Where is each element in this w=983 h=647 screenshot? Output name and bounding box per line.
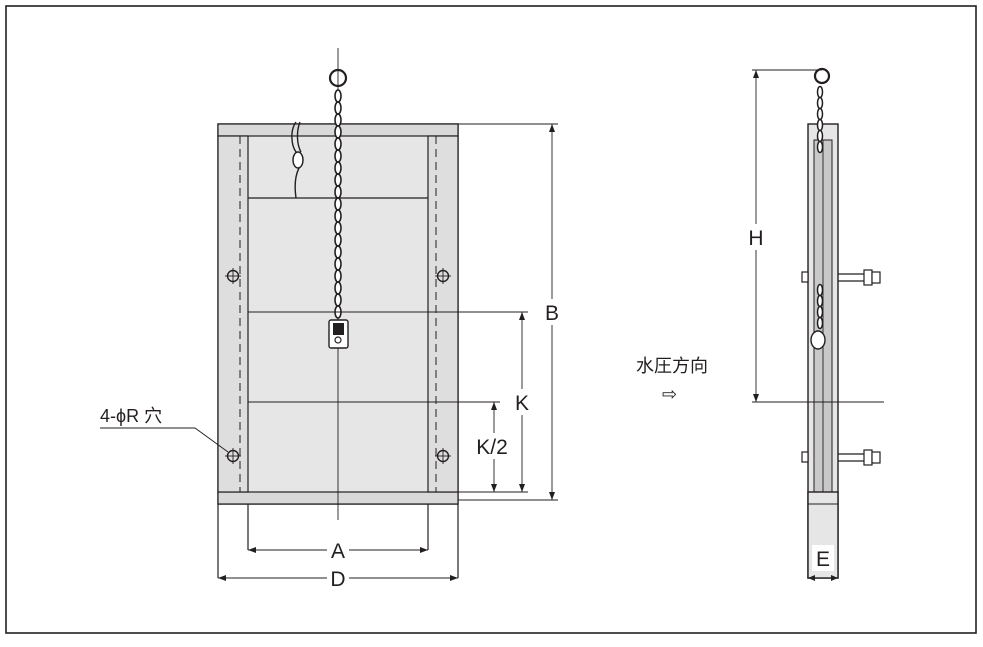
side-lifting-ring <box>813 67 831 85</box>
left-rail <box>217 135 249 493</box>
right-rail <box>427 135 459 493</box>
dim-e-arrow-left <box>808 575 815 581</box>
dim-d-arrow-left <box>218 575 226 581</box>
lifting-ring <box>328 68 348 88</box>
label-h-bg <box>745 224 767 250</box>
label-a: A <box>331 540 345 563</box>
label-hole-spec: 4-ϕR 穴 <box>100 406 162 426</box>
hole-leader-line <box>100 427 229 453</box>
bolt-hole-bottom-left <box>225 448 241 464</box>
label-e-bg <box>812 545 834 571</box>
label-e: E <box>816 548 830 571</box>
dim-h-arrow-top <box>753 70 759 78</box>
side-bolt-lower <box>801 449 881 466</box>
front-arrowheads <box>218 124 555 581</box>
label-k-half: K/2 <box>476 436 508 459</box>
label-k: K <box>515 392 529 415</box>
side-arrowheads <box>753 70 838 581</box>
dim-b-arrow-top <box>549 124 555 132</box>
label-d: D <box>330 568 345 591</box>
label-k2-bg <box>466 433 518 459</box>
dim-k-arrow-bottom <box>519 484 525 492</box>
dim-k2-arrow-bottom <box>491 484 497 492</box>
side-chain <box>816 85 824 330</box>
label-b: B <box>545 302 559 325</box>
lifting-chain <box>334 89 342 319</box>
dim-k2-arrow-top <box>491 402 497 410</box>
dim-k-arrow-top <box>519 312 525 320</box>
bolt-hole-top-right <box>435 268 451 284</box>
bolt-hole-top-left <box>225 268 241 284</box>
dim-h-arrow-bottom <box>753 394 759 402</box>
label-a-bg <box>327 537 349 563</box>
pressure-arrow-icon: ⇨ <box>662 384 677 404</box>
hook <box>291 121 304 199</box>
side-bracket <box>810 330 826 350</box>
dim-a-arrow-right <box>420 547 428 553</box>
front-view <box>217 48 459 578</box>
label-b-bg <box>541 299 563 325</box>
bolt-hole-bottom-right <box>435 448 451 464</box>
dim-b-arrow-bottom <box>549 492 555 500</box>
dim-a-arrow-left <box>248 547 256 553</box>
dim-d-arrow-right <box>450 575 458 581</box>
label-d-bg <box>327 565 349 591</box>
side-view <box>801 67 881 579</box>
label-k-bg <box>511 389 533 415</box>
label-h: H <box>748 227 763 250</box>
dim-e-arrow-right <box>831 575 838 581</box>
drawing-frame <box>5 5 977 634</box>
chain-bracket <box>328 319 349 349</box>
side-bolt-upper <box>801 269 881 286</box>
label-water-pressure: 水圧方向 <box>636 356 708 376</box>
